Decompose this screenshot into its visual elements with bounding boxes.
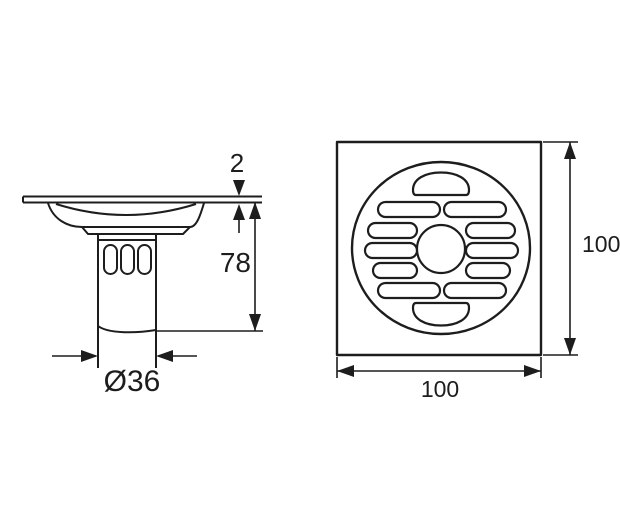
dimension-pipe-diameter: Ø36 (52, 350, 197, 398)
grate-slot (464, 221, 517, 240)
grate-bottom-dome (411, 301, 471, 327)
cover-square (335, 140, 543, 357)
body-height-label: 78 (220, 247, 251, 278)
arrow-up-icon (233, 204, 245, 220)
dimension-plate-thickness: 2 (230, 148, 245, 233)
arrow-left-icon (337, 365, 354, 377)
dimension-cover-height: 100 (543, 141, 620, 356)
drain-pipe (97, 234, 157, 368)
drain-bowl-inner-edge (55, 203, 197, 216)
dimension-cover-width: 100 (336, 357, 542, 402)
arrow-down-icon (249, 314, 261, 331)
flange-plate (22, 195, 262, 204)
arrow-up-icon (249, 202, 261, 219)
grate-slot (363, 241, 419, 260)
dimension-body-height: 78 (156, 202, 263, 332)
pipe-slot (103, 244, 118, 275)
arrow-down-icon (233, 180, 245, 196)
grate-slot (366, 221, 419, 240)
grate-top-dome (411, 171, 471, 197)
arrow-up-icon (564, 142, 576, 159)
top-view: 100 100 (335, 140, 620, 402)
arrow-right-icon (524, 365, 541, 377)
cover-width-label: 100 (421, 376, 459, 402)
plate-thickness-label: 2 (230, 148, 244, 178)
grate-slot (464, 261, 512, 280)
arrow-down-icon (564, 338, 576, 355)
grate-outer-circle (350, 160, 532, 336)
side-view: 2 78 Ø36 (22, 148, 263, 398)
grate-slot (371, 261, 419, 280)
grate-slot (376, 281, 442, 300)
grate-slot (442, 200, 508, 219)
grate-slot (464, 241, 520, 260)
pipe-slot (120, 244, 135, 275)
grate-slot (442, 281, 508, 300)
arrow-left-icon (156, 350, 173, 362)
drain-bowl (47, 202, 205, 228)
cover-height-label: 100 (582, 231, 620, 257)
pipe-slot (137, 244, 152, 275)
bowl-base-ring (81, 226, 191, 235)
pipe-bottom-edge (97, 325, 157, 334)
grate-slot (376, 200, 442, 219)
arrow-right-icon (81, 350, 98, 362)
grate (350, 160, 532, 336)
pipe-diameter-label: Ø36 (104, 365, 161, 398)
grate-center-circle (415, 223, 467, 275)
